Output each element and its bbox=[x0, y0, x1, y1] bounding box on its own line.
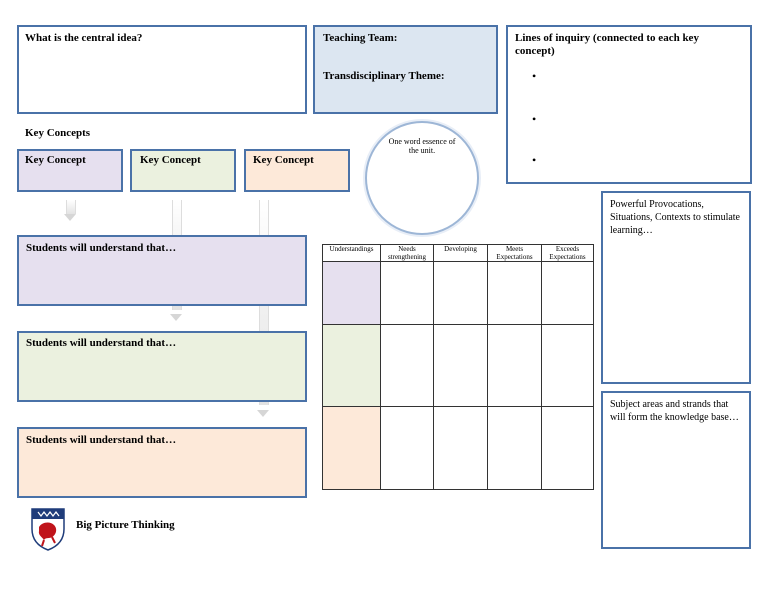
rubric-header: Meets Expectations bbox=[487, 244, 542, 262]
key-concept-box-1[interactable]: Key Concept bbox=[17, 149, 123, 192]
understanding-box-2[interactable]: Students will understand that… bbox=[17, 331, 307, 402]
rubric-cell[interactable] bbox=[322, 261, 381, 325]
rubric-header: Developing bbox=[433, 244, 488, 262]
teaching-team-label: Teaching Team: bbox=[323, 32, 398, 44]
subject-areas-box[interactable]: Subject areas and strands that will form… bbox=[601, 391, 751, 549]
provocations-box[interactable]: Powerful Provocations, Situations, Conte… bbox=[601, 191, 751, 384]
key-concept-box-3[interactable]: Key Concept bbox=[244, 149, 350, 192]
key-concept-label: Key Concept bbox=[140, 154, 201, 166]
understanding-box-3[interactable]: Students will understand that… bbox=[17, 427, 307, 498]
rubric-cell[interactable] bbox=[541, 324, 594, 407]
arrow-head bbox=[64, 214, 76, 221]
key-concept-label: Key Concept bbox=[253, 154, 314, 166]
rubric-cell[interactable] bbox=[433, 261, 488, 325]
teaching-team-box[interactable]: Teaching Team: Transdisciplinary Theme: bbox=[313, 25, 498, 114]
understanding-box-1[interactable]: Students will understand that… bbox=[17, 235, 307, 306]
rubric-cell[interactable] bbox=[380, 261, 434, 325]
rubric-header-row: Understandings Needs strengthening Devel… bbox=[322, 244, 594, 262]
key-concept-label: Key Concept bbox=[25, 154, 86, 166]
rubric-cell[interactable] bbox=[433, 324, 488, 407]
rubric-cell[interactable] bbox=[541, 406, 594, 490]
subject-areas-text: Subject areas and strands that will form… bbox=[610, 399, 739, 423]
rubric-cell[interactable] bbox=[541, 261, 594, 325]
provocations-text: Powerful Provocations, Situations, Conte… bbox=[610, 199, 740, 236]
rubric-cell[interactable] bbox=[380, 324, 434, 407]
inquiry-bullet: • bbox=[532, 69, 537, 83]
understanding-label: Students will understand that… bbox=[26, 337, 177, 349]
rubric-cell[interactable] bbox=[322, 324, 381, 407]
arrow-connector bbox=[66, 200, 76, 214]
understanding-label: Students will understand that… bbox=[26, 434, 177, 446]
central-idea-label: What is the central idea? bbox=[25, 32, 143, 44]
rubric-row bbox=[322, 406, 594, 490]
school-crest-logo bbox=[30, 507, 66, 551]
arrow-head bbox=[170, 314, 182, 321]
arrow-head bbox=[257, 410, 269, 417]
key-concept-box-2[interactable]: Key Concept bbox=[130, 149, 236, 192]
key-concepts-heading: Key Concepts bbox=[25, 127, 91, 139]
inquiry-bullet: • bbox=[532, 112, 537, 126]
lines-of-inquiry-label: Lines of inquiry (connected to each key … bbox=[515, 32, 699, 57]
rubric-cell[interactable] bbox=[487, 324, 542, 407]
rubric-cell[interactable] bbox=[433, 406, 488, 490]
logo-text: Big Picture Thinking bbox=[76, 519, 175, 531]
rubric-header: Needs strengthening bbox=[380, 244, 434, 262]
central-idea-box[interactable]: What is the central idea? bbox=[17, 25, 307, 114]
rubric-row bbox=[322, 324, 594, 407]
rubric-row bbox=[322, 261, 594, 325]
essence-text: One word essence of the unit. bbox=[388, 137, 456, 155]
essence-circle[interactable]: One word essence of the unit. bbox=[365, 121, 479, 235]
transdisciplinary-theme-label: Transdisciplinary Theme: bbox=[323, 70, 445, 82]
rubric-cell[interactable] bbox=[487, 261, 542, 325]
rubric-cell[interactable] bbox=[380, 406, 434, 490]
assessment-rubric-table: Understandings Needs strengthening Devel… bbox=[322, 244, 594, 490]
inquiry-bullet: • bbox=[532, 153, 537, 167]
rubric-cell[interactable] bbox=[487, 406, 542, 490]
lines-of-inquiry-box[interactable]: Lines of inquiry (connected to each key … bbox=[506, 25, 752, 184]
rubric-cell[interactable] bbox=[322, 406, 381, 490]
rubric-header: Understandings bbox=[322, 244, 381, 262]
understanding-label: Students will understand that… bbox=[26, 242, 177, 254]
rubric-header: Exceeds Expectations bbox=[541, 244, 594, 262]
